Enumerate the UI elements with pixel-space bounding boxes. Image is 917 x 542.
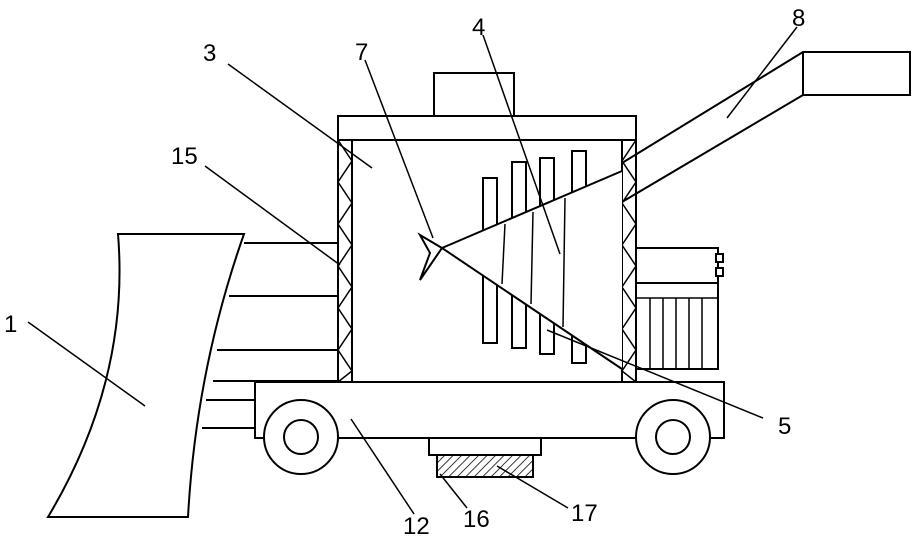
mount-part-16 (429, 438, 541, 455)
wheel-left (264, 400, 338, 474)
label-7: 7 (355, 39, 368, 66)
top-motor-box (434, 73, 514, 116)
label-3: 3 (203, 40, 216, 67)
label-1: 1 (4, 311, 17, 338)
label-17: 17 (571, 500, 598, 527)
label-5: 5 (778, 413, 791, 440)
label-16: 16 (463, 506, 490, 533)
hatched-block-part-17 (437, 455, 533, 477)
label-15: 15 (171, 143, 198, 170)
label-8: 8 (792, 5, 805, 32)
label-4: 4 (472, 14, 485, 41)
wheel-right (636, 400, 710, 474)
side-motor-box (636, 248, 723, 369)
blade-part-1 (48, 234, 244, 517)
chute-part-8 (622, 52, 910, 202)
label-12: 12 (403, 513, 430, 540)
